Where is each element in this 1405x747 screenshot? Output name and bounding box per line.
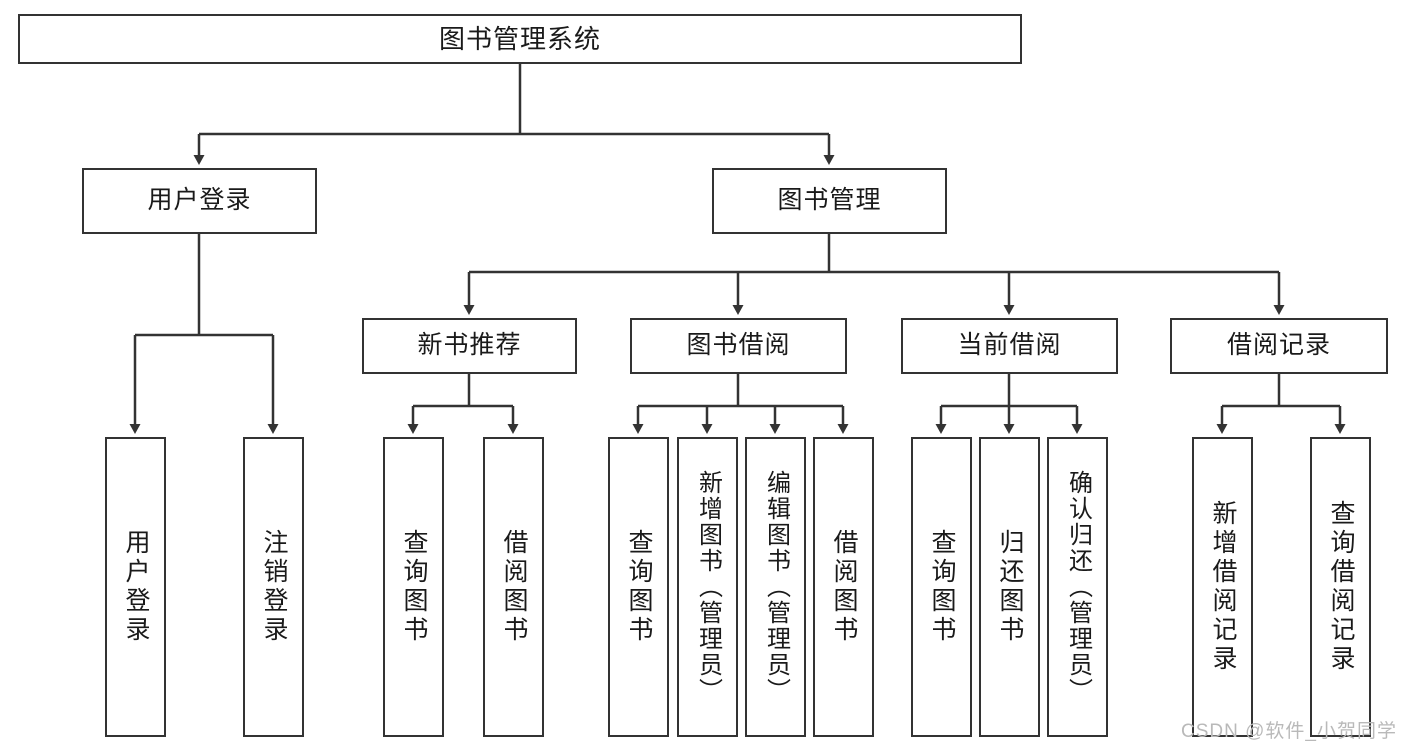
node-label: 图书借阅 — [686, 331, 791, 360]
node-label: 借阅记录 — [1226, 331, 1331, 360]
node-label: 图书管理 — [777, 186, 882, 215]
node-leaf-query-book-3[interactable]: 查询图书 — [911, 437, 972, 737]
node-label: 新书推荐 — [417, 331, 522, 360]
node-current-borrow[interactable]: 当前借阅 — [901, 318, 1118, 374]
node-label: 查询借阅记录 — [1327, 500, 1355, 674]
node-leaf-edit-book[interactable]: 编辑图书（管理员） — [745, 437, 806, 737]
node-new-book-recommend[interactable]: 新书推荐 — [362, 318, 577, 374]
node-leaf-query-book-2[interactable]: 查询图书 — [608, 437, 669, 737]
node-borrow-record[interactable]: 借阅记录 — [1170, 318, 1388, 374]
node-leaf-confirm-return[interactable]: 确认归还（管理员） — [1047, 437, 1108, 737]
node-root-book-management-system[interactable]: 图书管理系统 — [18, 14, 1022, 64]
node-label: 查询图书 — [625, 529, 653, 645]
node-label: 编辑图书（管理员） — [762, 470, 790, 704]
node-leaf-add-book[interactable]: 新增图书（管理员） — [677, 437, 738, 737]
node-label: 借阅图书 — [830, 529, 858, 645]
csdn-watermark: CSDN @软件_小贺同学 — [1181, 721, 1397, 742]
node-label: 新增图书（管理员） — [694, 470, 722, 704]
node-leaf-add-record[interactable]: 新增借阅记录 — [1192, 437, 1253, 737]
node-label: 归还图书 — [996, 529, 1024, 645]
node-leaf-query-record[interactable]: 查询借阅记录 — [1310, 437, 1371, 737]
node-label: 查询图书 — [928, 529, 956, 645]
node-leaf-logout[interactable]: 注销登录 — [243, 437, 304, 737]
node-label: 确认归还（管理员） — [1064, 470, 1092, 704]
node-label: 图书管理系统 — [438, 23, 601, 54]
node-label: 借阅图书 — [500, 529, 528, 645]
node-book-borrow[interactable]: 图书借阅 — [630, 318, 847, 374]
node-leaf-return-book[interactable]: 归还图书 — [979, 437, 1040, 737]
node-label: 用户登录 — [122, 529, 150, 645]
node-leaf-query-book-1[interactable]: 查询图书 — [383, 437, 444, 737]
node-book-manage[interactable]: 图书管理 — [712, 168, 947, 234]
node-leaf-borrow-book-2[interactable]: 借阅图书 — [813, 437, 874, 737]
node-label: 查询图书 — [400, 529, 428, 645]
node-leaf-user-login[interactable]: 用户登录 — [105, 437, 166, 737]
node-label: 用户登录 — [147, 186, 252, 215]
node-label: 注销登录 — [260, 529, 288, 645]
node-leaf-borrow-book-1[interactable]: 借阅图书 — [483, 437, 544, 737]
node-label: 新增借阅记录 — [1209, 500, 1237, 674]
node-user-login[interactable]: 用户登录 — [82, 168, 317, 234]
node-label: 当前借阅 — [957, 331, 1062, 360]
